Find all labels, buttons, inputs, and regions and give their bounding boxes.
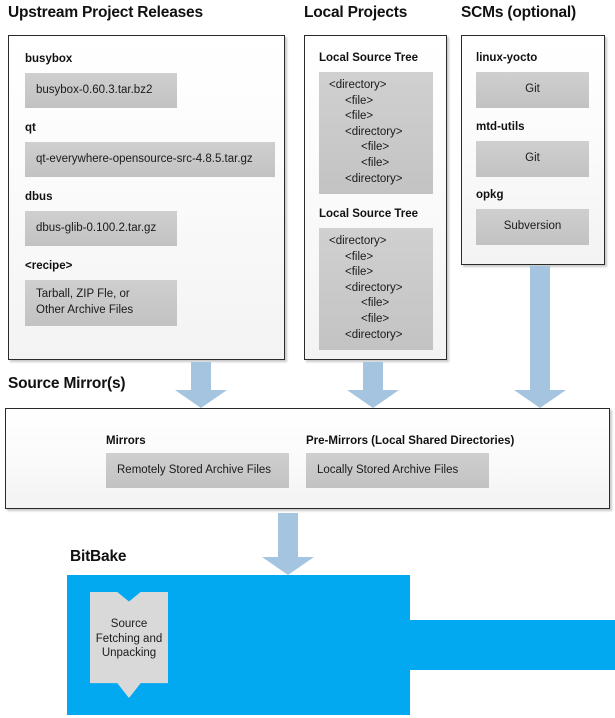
scm-item-label-linux-yocto: linux-yocto [476, 52, 538, 64]
arrow-local-projects-to-mirrors-icon [347, 362, 399, 408]
tree-line: <file> [345, 266, 374, 279]
scms-panel: linux-yocto Git mtd-utils Git opkg Subve… [461, 35, 605, 265]
mirrors-label: Mirrors [106, 435, 146, 447]
upstream-item-value-qt: qt-everywhere-opensource-src-4.8.5.tar.g… [25, 142, 275, 177]
upstream-item-value-busybox: busybox-0.60.3.tar.bz2 [25, 73, 177, 108]
local-source-tree-box-1: <directory> <file> <file> <directory> <f… [319, 72, 433, 194]
mirrors-value: Remotely Stored Archive Files [106, 453, 289, 488]
local-source-tree-box-2: <directory> <file> <file> <directory> <f… [319, 228, 433, 350]
tree-line: <file> [361, 156, 390, 169]
tree-line: <directory> [345, 328, 403, 341]
tree-line: <directory> [345, 281, 403, 294]
tree-line: <directory> [345, 172, 403, 185]
arrow-scms-to-mirrors-icon [514, 266, 566, 408]
local-source-tree-label-1: Local Source Tree [319, 52, 419, 64]
upstream-item-label-recipe: <recipe> [25, 260, 73, 272]
scm-item-value-opkg: Subversion [476, 209, 589, 245]
local-projects-heading: Local Projects [304, 4, 408, 21]
scm-item-label-mtd-utils: mtd-utils [476, 121, 525, 133]
local-projects-panel: Local Source Tree <directory> <file> <fi… [304, 35, 447, 360]
scms-heading: SCMs (optional) [461, 4, 576, 21]
tree-line: <directory> [345, 125, 403, 138]
tree-line: <directory> [329, 79, 387, 91]
scm-item-value-linux-yocto: Git [476, 72, 589, 108]
scm-item-value-mtd-utils: Git [476, 141, 589, 177]
upstream-item-label-busybox: busybox [25, 53, 73, 65]
upstream-panel: busybox busybox-0.60.3.tar.bz2 qt qt-eve… [8, 35, 285, 360]
tree-line: <file> [361, 297, 390, 310]
tree-line: <file> [345, 250, 374, 263]
arrow-mirrors-to-bitbake-icon [262, 513, 314, 575]
source-mirrors-panel: Mirrors Remotely Stored Archive Files Pr… [5, 408, 610, 509]
local-source-tree-label-2: Local Source Tree [319, 208, 419, 220]
upstream-heading: Upstream Project Releases [8, 4, 203, 21]
tree-line: <file> [361, 312, 390, 325]
source-mirrors-heading: Source Mirror(s) [8, 375, 126, 392]
upstream-item-label-dbus: dbus [25, 191, 53, 203]
upstream-item-value-recipe: Tarball, ZIP Fle, or Other Archive Files [25, 280, 177, 326]
tree-line: <file> [345, 94, 374, 107]
upstream-item-label-qt: qt [25, 122, 36, 134]
scm-item-label-opkg: opkg [476, 189, 504, 201]
tree-line: <file> [361, 141, 390, 154]
source-fetching-and-unpacking-label: Source Fetching and Unpacking [95, 618, 163, 660]
tree-line: <directory> [329, 235, 387, 247]
pre-mirrors-value: Locally Stored Archive Files [306, 453, 489, 488]
upstream-item-value-dbus: dbus-glib-0.100.2.tar.gz [25, 211, 177, 246]
pre-mirrors-label: Pre-Mirrors (Local Shared Directories) [306, 435, 515, 447]
bitbake-heading: BitBake [70, 548, 127, 565]
tree-line: <file> [345, 110, 374, 123]
arrow-upstream-to-mirrors-icon [175, 362, 227, 408]
source-fetching-and-unpacking-box: Source Fetching and Unpacking [90, 592, 168, 698]
